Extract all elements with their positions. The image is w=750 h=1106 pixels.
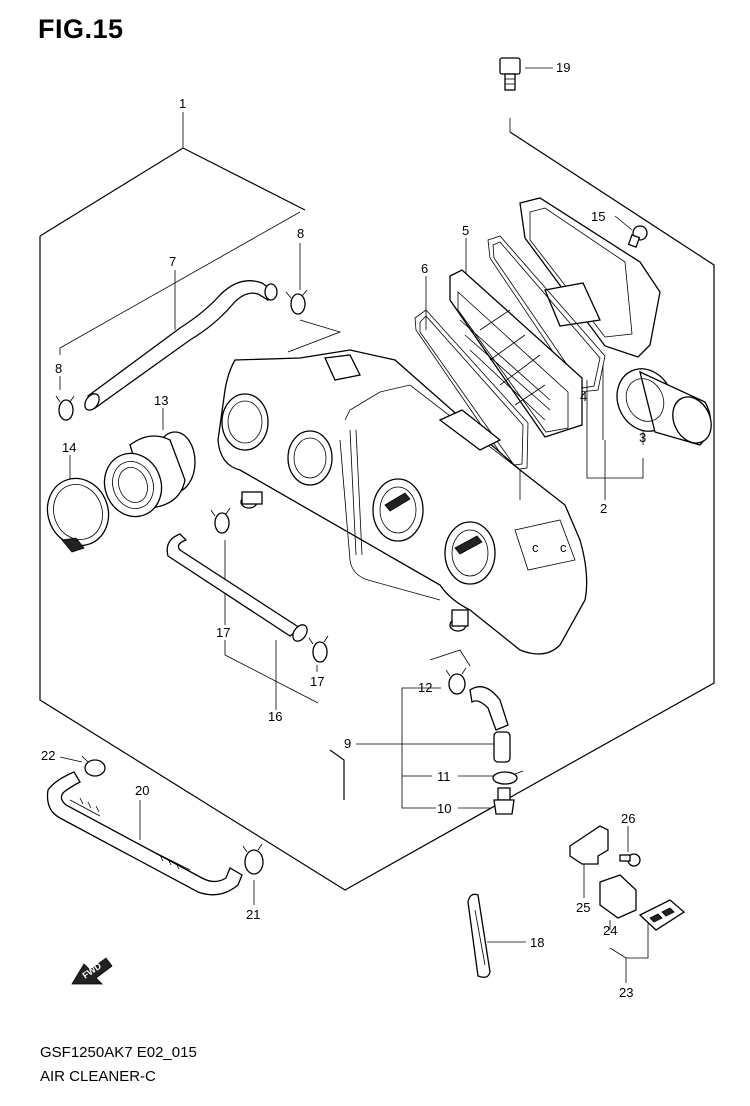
clamp-11 [492, 770, 524, 785]
hose-7 [84, 280, 278, 411]
seal-4 [414, 309, 529, 471]
callout-25: 25 [576, 900, 590, 915]
callout-19: 19 [556, 60, 570, 75]
callout-9: 9 [344, 736, 351, 751]
callout-5: 5 [462, 223, 469, 238]
callout-17a: 17 [216, 625, 230, 640]
callout-7: 7 [169, 254, 176, 269]
svg-text:c: c [532, 540, 539, 555]
clamp-22 [81, 755, 106, 777]
callout-3: 3 [639, 430, 646, 445]
callout-4: 4 [580, 389, 587, 404]
holder-24 [599, 874, 637, 919]
hose-20 [46, 771, 243, 896]
fwd-arrow-icon: FWD [71, 957, 113, 985]
callout-15: 15 [591, 209, 605, 224]
gasket-5 [487, 235, 606, 393]
bolt-19 [499, 57, 521, 91]
callout-2: 2 [600, 501, 607, 516]
hose-9 [469, 686, 511, 763]
callout-labels: 1 19 15 5 6 8 7 8 13 4 14 3 2 17 17 12 1… [41, 60, 646, 1000]
callout-17b: 17 [310, 674, 324, 689]
callout-1: 1 [179, 96, 186, 111]
element-6 [449, 269, 583, 438]
figure-title: FIG.15 [38, 14, 124, 44]
callout-12: 12 [418, 680, 432, 695]
callout-8b: 8 [55, 361, 62, 376]
callout-16: 16 [268, 709, 282, 724]
section-title: AIR CLEANER-C [40, 1068, 156, 1085]
band-14 [46, 477, 110, 553]
callout-6: 6 [421, 261, 428, 276]
callout-18: 18 [530, 935, 544, 950]
air-box-body: c c [217, 349, 588, 655]
clamp-17a [210, 507, 231, 534]
connector-23 [638, 899, 686, 931]
callout-11: 11 [437, 769, 451, 784]
clamp-21 [242, 843, 264, 875]
strap-18 [467, 893, 491, 978]
callout-13: 13 [154, 393, 168, 408]
callout-22: 22 [41, 748, 55, 763]
callout-24: 24 [603, 923, 617, 938]
callout-26: 26 [621, 811, 635, 826]
callout-21: 21 [246, 907, 260, 922]
bracket-25 [569, 825, 609, 865]
callout-14: 14 [62, 440, 76, 455]
callout-23: 23 [619, 985, 633, 1000]
svg-text:c: c [560, 540, 567, 555]
callout-10: 10 [437, 801, 451, 816]
duct-3 [616, 368, 712, 446]
clamp-12 [445, 667, 467, 695]
screw-26 [619, 853, 641, 867]
cover-2 [519, 197, 661, 358]
clamp-8b [55, 395, 75, 421]
intake-boot-13 [103, 431, 196, 518]
callout-8a: 8 [297, 226, 304, 241]
callout-20: 20 [135, 783, 149, 798]
fitting-10 [493, 787, 515, 815]
screw-15 [627, 225, 648, 248]
clamp-17b [308, 635, 329, 663]
model-code: GSF1250AK7 E02_015 [40, 1044, 197, 1061]
clamp-8a [285, 289, 308, 315]
hose-16 [166, 533, 308, 642]
